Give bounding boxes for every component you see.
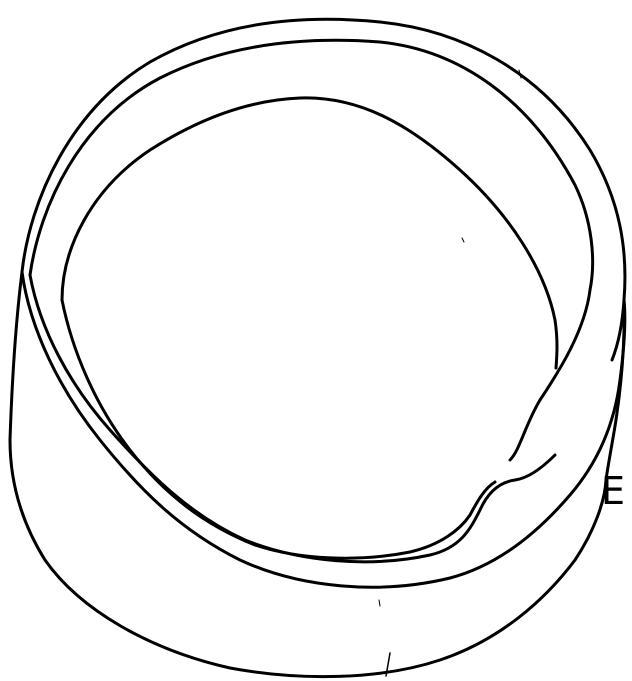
inner-rim-line	[30, 40, 593, 460]
stray-mark	[462, 238, 464, 242]
outer-rim-line	[22, 19, 625, 360]
inner-opening	[62, 98, 557, 368]
outer-left-side	[10, 272, 606, 677]
rim-front-edge	[22, 272, 625, 587]
figure-label: E	[601, 472, 625, 510]
inner-opening-bottom	[62, 300, 495, 558]
stray-mark	[379, 600, 380, 606]
